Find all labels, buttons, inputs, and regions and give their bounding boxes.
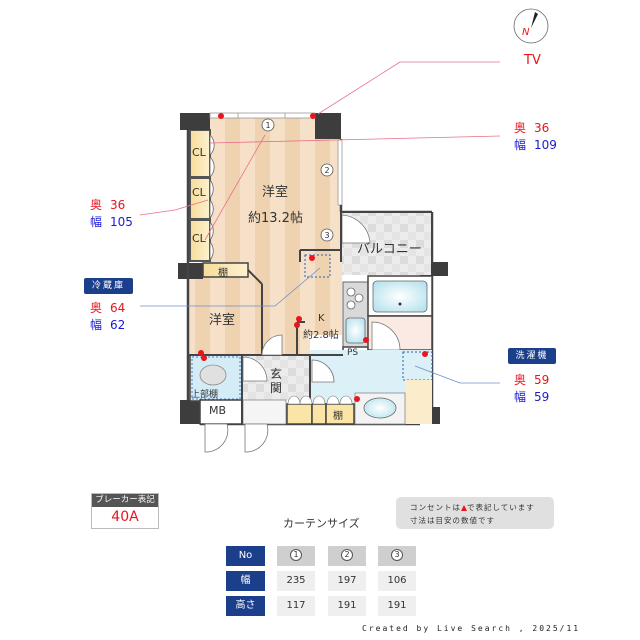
row-header-height: 高さ (226, 596, 265, 616)
mb-label: MB (209, 404, 227, 417)
entrance-name: 玄関 (270, 367, 283, 395)
curtain-width-cell: 235 (277, 571, 315, 591)
svg-text:2: 2 (324, 166, 329, 175)
kitchen-name: K (318, 313, 325, 324)
closet-label: CL (192, 146, 206, 159)
curtain-no-cell: 1 (277, 546, 315, 566)
curtain-no-cell: 2 (328, 546, 366, 566)
svg-text:1: 1 (265, 121, 270, 130)
floor-plan: 1 2 3 (139, 8, 549, 453)
breaker-value: 40A (92, 507, 158, 528)
credit-line: Created by Live Search , 2025/11 (362, 624, 581, 633)
curtain-no-cell: 3 (378, 546, 416, 566)
breaker-header: ブレーカー表記 (92, 494, 158, 507)
washer-tag: 洗濯機 (508, 348, 556, 364)
sub-room-floor (188, 275, 310, 355)
sub-room-name: 洋室 (209, 313, 236, 328)
upper-shelf-label: 上部棚 (191, 390, 219, 400)
main-room-size: 約13.2帖 (248, 211, 303, 226)
row-header-width: 幅 (226, 571, 265, 591)
breaker-box: ブレーカー表記 40A (91, 493, 159, 529)
closet-label: CL (192, 186, 206, 199)
tv-label: TV (524, 53, 541, 68)
svg-text:3: 3 (324, 231, 329, 240)
row-header-no: No (226, 546, 265, 566)
kitchen-size: 約2.8帖 (303, 330, 339, 341)
kitchen-floor (300, 250, 342, 335)
curtain-height-cell: 191 (378, 596, 416, 616)
shelf-label: 棚 (218, 268, 228, 279)
north-arrow-icon: N (522, 27, 530, 38)
legend-note: コンセントはで表記しています 寸法は目安の数値です (396, 497, 554, 529)
curtain-height-cell: 191 (328, 596, 366, 616)
fridge-tag: 冷蔵庫 (84, 278, 133, 294)
outlet-marker-icon (461, 505, 467, 511)
curtain-title: カーテンサイズ (283, 517, 360, 530)
main-room-name: 洋室 (262, 185, 289, 200)
curtain-width-cell: 106 (378, 571, 416, 591)
shoe-shelf-label: 棚 (333, 411, 343, 422)
closet-label: CL (192, 232, 206, 245)
curtain-width-cell: 197 (328, 571, 366, 591)
ps-label: PS (347, 348, 359, 358)
compass-circle (513, 8, 549, 44)
curtain-height-cell: 117 (277, 596, 315, 616)
balcony-name: バルコニー (357, 242, 422, 257)
